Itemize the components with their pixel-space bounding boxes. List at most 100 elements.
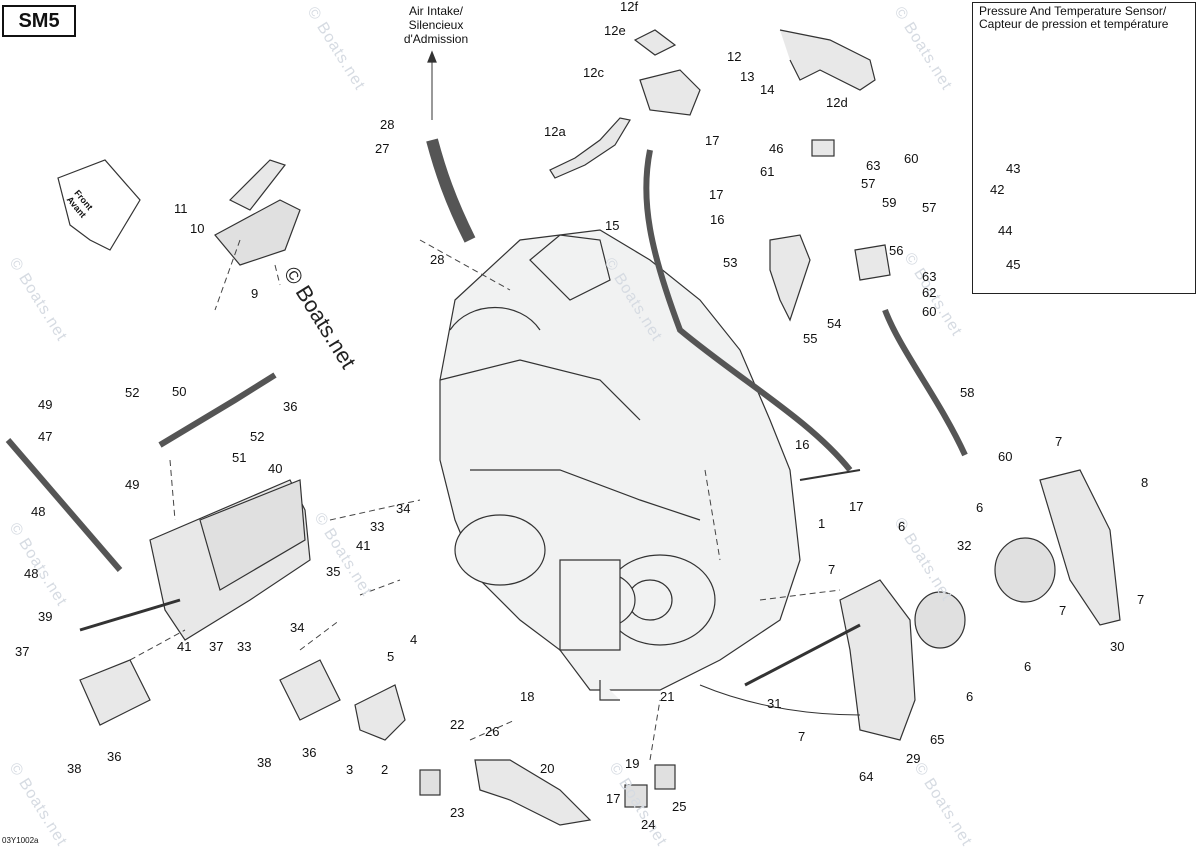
callout: 34	[396, 501, 411, 516]
air-intake-line-3: d'Admission	[403, 32, 469, 46]
callout: 59	[882, 195, 897, 210]
callout: 23	[450, 805, 465, 820]
callout: 12c	[583, 65, 604, 80]
callout: 50	[172, 384, 187, 399]
callout: 4	[410, 632, 418, 647]
callout: 9	[251, 286, 259, 301]
hose-58	[882, 308, 968, 457]
callout: 31	[767, 696, 782, 711]
callout: 12f	[620, 0, 639, 14]
callout: 16	[710, 212, 725, 227]
callout: 60	[904, 151, 919, 166]
callout: 7	[1059, 603, 1067, 618]
callout: 42	[990, 182, 1005, 197]
engine-block	[439, 229, 801, 701]
callout: 63	[866, 158, 881, 173]
callout: 33	[237, 639, 252, 654]
callout: 7	[828, 562, 836, 577]
callout: 12	[727, 49, 742, 64]
callout: 64	[859, 769, 874, 784]
callout: 3	[346, 762, 354, 777]
diagram-code: SM5	[2, 5, 76, 37]
callout: 6	[898, 519, 906, 534]
callout: 43	[1006, 161, 1021, 176]
callout: 36	[283, 399, 298, 414]
callout: 44	[998, 223, 1013, 238]
callout: 19	[625, 756, 640, 771]
callout: 33	[370, 519, 385, 534]
callout: 45	[1006, 257, 1021, 272]
callout: 40	[268, 461, 283, 476]
breather-hose	[643, 149, 853, 472]
callout: 37	[209, 639, 224, 654]
callout: 60	[922, 304, 937, 319]
callout: 28	[380, 117, 395, 132]
callout: 52	[125, 385, 140, 400]
callout: 26	[485, 724, 500, 739]
callout: 18	[520, 689, 535, 704]
callout: 12e	[604, 23, 626, 38]
callout: 48	[24, 566, 39, 581]
callout: 35	[326, 564, 341, 579]
callout: 58	[960, 385, 975, 400]
callout: 32	[957, 538, 972, 553]
callout: 12d	[826, 95, 848, 110]
callout: 55	[803, 331, 818, 346]
callout: 60	[998, 449, 1013, 464]
lever	[549, 117, 631, 179]
callout: 56	[889, 243, 904, 258]
intake-hose	[426, 138, 476, 243]
callout: 52	[250, 429, 265, 444]
callout: 12a	[544, 124, 566, 139]
air-intake-line-2: Silencieux	[408, 18, 464, 32]
callout: 6	[1024, 659, 1032, 674]
callout: 36	[107, 749, 122, 764]
callout: 49	[38, 397, 53, 412]
callout: 5	[387, 649, 395, 664]
callout: 61	[760, 164, 775, 179]
callout: 48	[31, 504, 46, 519]
callout: 41	[177, 639, 192, 654]
callout: 49	[125, 477, 140, 492]
callout: 53	[723, 255, 738, 270]
callout: 7	[798, 729, 806, 744]
callout: 29	[906, 751, 921, 766]
callout: 17	[709, 187, 724, 202]
callout: 7	[1137, 592, 1145, 607]
callout: 24	[641, 817, 656, 832]
callout: 63	[922, 269, 937, 284]
inset-title: Pressure And Temperature Sensor/ Capteur…	[979, 5, 1168, 31]
callout: 65	[930, 732, 945, 747]
callout: 20	[540, 761, 555, 776]
callout: 11	[174, 201, 188, 216]
callout: 41	[356, 538, 371, 553]
callout: 16	[795, 437, 810, 452]
sensor-inset: Pressure And Temperature Sensor/ Capteur…	[972, 2, 1196, 294]
callout: 15	[605, 218, 620, 233]
front-arrow-icon	[57, 159, 141, 251]
callout: 28	[430, 252, 445, 267]
callout: 13	[740, 69, 755, 84]
figure-code: 03Y1002a	[2, 836, 39, 845]
callout: 57	[861, 176, 876, 191]
air-intake-label: Air Intake/ Silencieux d'Admission	[386, 4, 486, 46]
callout: 27	[375, 141, 390, 156]
callout: 6	[966, 689, 974, 704]
callout: 10	[190, 221, 205, 236]
callout: 25	[672, 799, 687, 814]
callout: 1	[818, 516, 826, 531]
callout: 7	[1055, 434, 1063, 449]
callout: 38	[67, 761, 82, 776]
callout: 6	[976, 500, 984, 515]
inset-title-line-1: Pressure And Temperature Sensor/	[979, 4, 1167, 18]
callout: 34	[290, 620, 305, 635]
callout: 47	[38, 429, 53, 444]
callout: 14	[760, 82, 775, 97]
callout: 51	[232, 450, 247, 465]
callout: 39	[38, 609, 53, 624]
callout: 30	[1110, 639, 1125, 654]
callout: 38	[257, 755, 272, 770]
callout: 37	[15, 644, 30, 659]
